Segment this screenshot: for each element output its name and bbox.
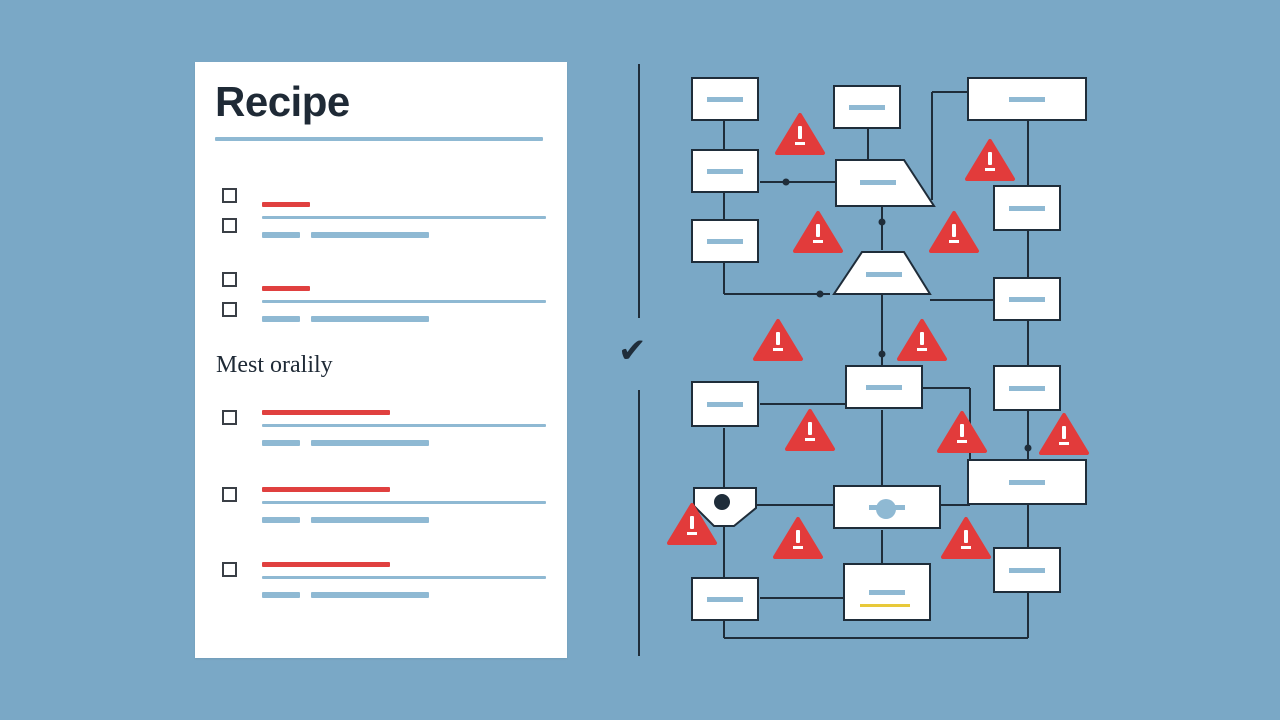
checkbox[interactable] [222,218,237,233]
section-title: Mest oralily [216,352,333,378]
checkbox[interactable] [222,302,237,317]
ingredient-short-line [262,316,300,322]
warning-exclamation [988,152,992,165]
checkbox[interactable] [222,188,237,203]
checkbox[interactable] [222,272,237,287]
flow-node-label [1009,386,1045,391]
warning-exclamation-dot [687,532,697,535]
checkmark-icon: ✔ [618,331,647,371]
ingredient-red-bar [262,202,310,207]
connector-dot [782,178,790,186]
ingredient-line [262,501,546,504]
ingredient-red-bar [262,487,390,492]
connector-dot [816,290,824,298]
recipe-title: Recipe [215,78,350,125]
connector-dot [1024,444,1032,452]
ingredient-long-line [311,517,429,523]
flow-node [833,485,941,529]
flow-node-label [1009,206,1045,211]
warning-exclamation [776,332,780,345]
flow-node-label [849,105,885,110]
warning-exclamation-dot [813,240,823,243]
ingredient-red-bar [262,410,390,415]
ingredient-red-bar [262,286,310,291]
ingredient-long-line [311,592,429,598]
checkbox[interactable] [222,410,237,425]
ingredient-short-line [262,517,300,523]
ingredient-long-line [311,440,429,446]
warning-exclamation [920,332,924,345]
highlight-line [860,604,910,607]
warning-exclamation [964,530,968,543]
warning-exclamation-dot [793,546,803,549]
warning-exclamation-dot [961,546,971,549]
ingredient-short-line [262,592,300,598]
connector-dot [878,350,886,358]
checkbox[interactable] [222,487,237,502]
separator-line-top [638,64,640,318]
flow-node-label [707,239,743,244]
flow-node-label [1009,480,1045,485]
warning-exclamation [798,126,802,139]
ingredient-red-bar [262,562,390,567]
warning-exclamation [796,530,800,543]
warning-exclamation [960,424,964,437]
warning-exclamation-dot [917,348,927,351]
flow-node-label [707,597,743,602]
warning-exclamation-dot [805,438,815,441]
ingredient-line [262,424,546,427]
warning-exclamation-dot [985,168,995,171]
recipe-card [195,62,567,658]
flow-node-label [866,272,902,277]
ingredient-long-line [311,232,429,238]
warning-exclamation-dot [773,348,783,351]
connector-dot [878,218,886,226]
flow-node [967,459,1087,505]
warning-exclamation [816,224,820,237]
flow-node-label [707,97,743,102]
ingredient-line [262,300,546,303]
flow-node-label [869,590,905,595]
separator-line-bottom [638,390,640,656]
warning-exclamation [1062,426,1066,439]
warning-exclamation-dot [957,440,967,443]
ingredient-short-line [262,440,300,446]
ingredient-short-line [262,232,300,238]
flow-node-label [866,385,902,390]
warning-exclamation-dot [795,142,805,145]
ingredient-line [262,576,546,579]
flow-node-label [707,169,743,174]
checkbox[interactable] [222,562,237,577]
flow-node [833,85,901,129]
warning-exclamation-dot [1059,442,1069,445]
warning-exclamation [690,516,694,529]
node-circle [876,499,896,519]
flow-node [993,365,1061,411]
camera-lens [714,494,730,510]
warning-exclamation-dot [949,240,959,243]
flow-node-label [707,402,743,407]
ingredient-line [262,216,546,219]
flow-node-label [1009,568,1045,573]
title-underline [215,137,543,141]
warning-exclamation [808,422,812,435]
flow-node-label [860,180,896,185]
flow-node-label [1009,97,1045,102]
ingredient-long-line [311,316,429,322]
warning-exclamation [952,224,956,237]
flow-node-label [1009,297,1045,302]
